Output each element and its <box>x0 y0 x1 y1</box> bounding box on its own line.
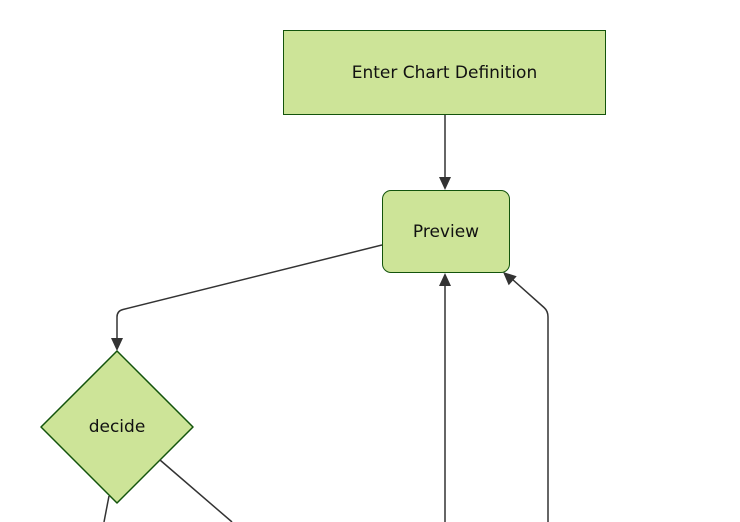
arrowhead-down-icon <box>439 177 451 190</box>
arrowhead-up-left-icon <box>503 272 517 286</box>
node-enter-chart-definition-label: Enter Chart Definition <box>351 62 538 83</box>
node-decide-shape <box>40 350 194 504</box>
node-preview-label: Preview <box>412 221 480 242</box>
edge-preview-to-decide <box>116 244 383 339</box>
edge-decide-to-offscreen-right <box>159 459 233 522</box>
node-preview: Preview <box>382 190 510 273</box>
edge-decide-to-offscreen-left <box>103 495 110 522</box>
arrowhead-down-icon <box>111 338 123 351</box>
arrowhead-up-icon <box>439 273 451 286</box>
node-enter-chart-definition: Enter Chart Definition <box>283 30 606 115</box>
edge-bottom-to-preview-right <box>511 278 549 522</box>
